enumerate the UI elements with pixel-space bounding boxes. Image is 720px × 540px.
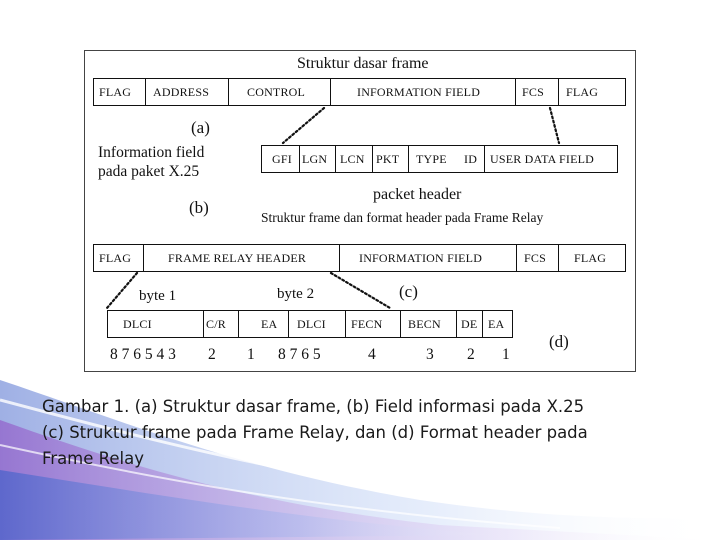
- bits-ea-1: 1: [247, 346, 255, 363]
- row-d-de: DE: [461, 316, 478, 331]
- row-c-flag-1: FLAG: [99, 250, 132, 265]
- row-d-ea-1: EA: [261, 316, 278, 331]
- row-a-flag-2: FLAG: [566, 84, 599, 99]
- row-b-gfi: GFI: [272, 151, 292, 166]
- row-a-flag-1: FLAG: [99, 84, 132, 99]
- row-c-information-field: INFORMATION FIELD: [359, 250, 483, 265]
- label-d: (d): [549, 332, 569, 351]
- info-field-label-line1: Information field: [98, 144, 205, 161]
- row-b-lcn: LCN: [340, 151, 365, 166]
- byte1-label: byte 1: [139, 288, 177, 304]
- label-a: (a): [191, 118, 210, 137]
- row-c-flag-2: FLAG: [574, 250, 607, 265]
- row-b-type: TYPE: [416, 151, 447, 166]
- row-c-frame-relay-header: FRAME RELAY HEADER: [168, 250, 307, 265]
- bits-ea-2: 1: [502, 346, 510, 363]
- bits-de: 2: [467, 346, 475, 363]
- bits-dlci-2: 8 7 6 5: [278, 346, 321, 363]
- row-b-id: ID: [464, 151, 478, 166]
- figure-caption: Gambar 1. (a) Struktur dasar frame, (b) …: [42, 394, 702, 472]
- caption-line-2: (c) Struktur frame pada Frame Relay, dan…: [42, 423, 588, 442]
- bits-dlci-1: 8 7 6 5 4 3: [110, 346, 176, 363]
- row-d-dlci-2: DLCI: [297, 316, 326, 331]
- label-b: (b): [189, 198, 209, 217]
- row-d-becn: BECN: [408, 316, 441, 331]
- row-b-x25-fields: GFI LGN LCN PKT TYPE ID USER DATA FIELD: [261, 145, 618, 173]
- row-c-frame-relay: FLAG FRAME RELAY HEADER INFORMATION FIEL…: [93, 244, 626, 272]
- caption-line-1: Gambar 1. (a) Struktur dasar frame, (b) …: [42, 397, 585, 416]
- diagram-title: Struktur dasar frame: [297, 55, 429, 72]
- row-d-fecn: FECN: [351, 316, 383, 331]
- row-b-user-data-field: USER DATA FIELD: [490, 151, 595, 166]
- row-a-control: CONTROL: [247, 84, 306, 99]
- caption-line-3: Frame Relay: [42, 449, 144, 468]
- frame-relay-subtitle: Struktur frame dan format header pada Fr…: [261, 210, 544, 225]
- row-b-pkt: PKT: [376, 151, 400, 166]
- row-b-lgn: LGN: [302, 151, 328, 166]
- row-a-fcs: FCS: [522, 84, 544, 99]
- row-d-dlci-1: DLCI: [123, 316, 152, 331]
- row-a-frame: FLAG ADDRESS CONTROL INFORMATION FIELD F…: [93, 78, 626, 106]
- bits-becn: 3: [426, 346, 434, 363]
- bits-cr: 2: [208, 346, 216, 363]
- connector-lines: [105, 106, 561, 310]
- byte2-label: byte 2: [277, 286, 315, 302]
- bits-fecn: 4: [368, 346, 376, 363]
- label-c: (c): [399, 282, 418, 301]
- diagram-panel: Struktur dasar frame FLAG ADDRESS CONTRO…: [84, 50, 636, 372]
- row-d-header-format: DLCI C/R EA DLCI FECN BECN DE EA: [107, 310, 513, 338]
- row-d-ea-2: EA: [488, 316, 505, 331]
- row-c-fcs: FCS: [524, 250, 546, 265]
- packet-header-label: packet header: [373, 186, 462, 203]
- row-a-information-field: INFORMATION FIELD: [357, 84, 481, 99]
- row-a-address: ADDRESS: [153, 84, 210, 99]
- row-d-cr: C/R: [206, 316, 226, 331]
- info-field-label-line2: pada paket X.25: [98, 163, 200, 180]
